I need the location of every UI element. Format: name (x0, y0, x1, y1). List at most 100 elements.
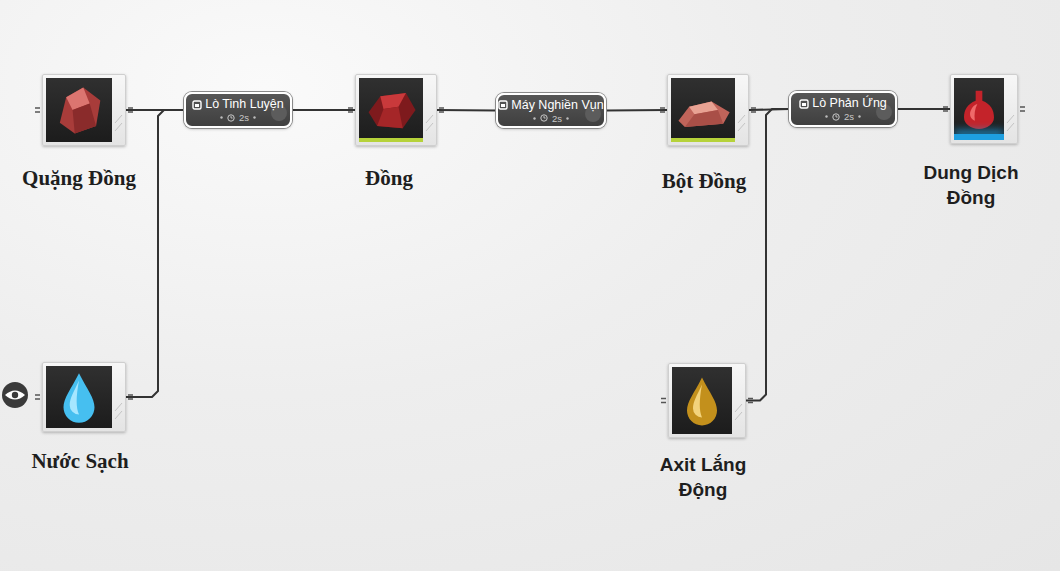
icon-shape (685, 110, 723, 127)
machine-box: Lò Phản Ứng2s (789, 91, 897, 127)
port-handle (660, 108, 665, 112)
icon-shape (64, 373, 95, 423)
item-name: Bột Đồng (604, 169, 804, 194)
icon-shape (800, 100, 808, 108)
separator-dot (533, 117, 536, 120)
item-icon (359, 78, 423, 142)
item-card: Bột Đồng (667, 74, 749, 146)
port-handle (748, 399, 753, 403)
item-icon (671, 78, 735, 142)
item-rarity-bar (671, 138, 735, 142)
icon-shape (533, 117, 535, 119)
item-card: Đồng (355, 74, 437, 146)
item-icon (46, 78, 112, 142)
item-card-strip (114, 367, 123, 427)
item-card-strip (1006, 79, 1015, 139)
icon-shape (115, 403, 122, 419)
flow-connector (746, 109, 789, 401)
item-icon-face (671, 78, 735, 142)
item-card: Nước Sạch (42, 362, 126, 432)
icon-shape (253, 116, 255, 118)
separator-dot (566, 117, 569, 120)
icon-shape (193, 101, 201, 109)
eye-icon-pupil (12, 392, 18, 398)
item-icon-face (46, 366, 112, 428)
machine-time-row: 2s (533, 113, 569, 124)
clock-icon (540, 114, 548, 122)
port-handle (1020, 107, 1025, 111)
icon-shape (964, 91, 994, 129)
machine-name: Lò Tinh Luyện (205, 97, 284, 112)
port-handles (35, 107, 1025, 403)
icon-shape (228, 114, 234, 120)
port-handle (128, 395, 133, 399)
item-name: Dung Dịch Đồng (915, 160, 1027, 210)
separator-dot (253, 116, 256, 119)
machine-time-row: 2s (220, 112, 256, 123)
port-handle (35, 108, 40, 112)
port-handle (35, 395, 40, 399)
icon-shape (836, 115, 838, 117)
icon-shape (195, 104, 199, 107)
process-time: 2s (844, 111, 854, 122)
separator-dot (825, 115, 828, 118)
machine-glyph (799, 99, 809, 109)
machine-time-row: 2s (825, 111, 861, 122)
flow-connector (126, 110, 184, 397)
item-card-strip (737, 79, 746, 139)
item-card: Quặng Đồng (42, 74, 126, 146)
item-name: Quặng Đồng (0, 166, 189, 191)
item-icon (672, 367, 732, 434)
item-rarity-bar (954, 134, 1004, 140)
port-handle (348, 108, 353, 112)
item-name: Axit Lắng Động (643, 452, 763, 502)
eye-icon-white (5, 391, 25, 400)
flow-connector (606, 109, 667, 112)
icon-shape (70, 380, 79, 414)
icon-shape (735, 404, 742, 420)
port-handle (439, 108, 444, 112)
icon-shape (678, 101, 729, 127)
process-time: 2s (239, 112, 249, 123)
machine-glyph (498, 100, 508, 110)
icon-shape (833, 113, 839, 119)
item-icon-face (46, 78, 112, 142)
item-card-strip (425, 79, 434, 139)
clock-icon (227, 114, 235, 122)
item-icon (46, 366, 112, 428)
icon-shape (115, 115, 122, 131)
port-handle (661, 399, 666, 403)
port-handle (751, 108, 756, 112)
icon-shape (687, 378, 717, 426)
item-name: Đồng (289, 166, 489, 191)
flow-connector (292, 109, 355, 111)
item-icon-face (672, 367, 732, 434)
icon-shape (426, 115, 433, 131)
icon-shape (693, 385, 702, 418)
machine-box: Lò Tinh Luyện2s (184, 92, 292, 128)
icon-shape (541, 115, 547, 121)
machine-glyph (192, 100, 202, 110)
icon-shape (802, 103, 806, 106)
icon-shape (566, 117, 568, 119)
icon-shape (501, 104, 505, 107)
item-card-strip (114, 79, 123, 139)
icon-shape (825, 115, 827, 117)
machine-box: Máy Nghiền Vụn2s (496, 93, 606, 128)
clock-icon (832, 113, 840, 121)
port-handle (943, 107, 948, 111)
flow-connector (437, 109, 496, 112)
icon-shape (858, 115, 860, 117)
item-card-strip (734, 368, 743, 428)
icon-shape (60, 88, 101, 134)
icon-shape (377, 107, 403, 128)
item-icon (954, 78, 1004, 140)
icon-shape (1007, 115, 1014, 131)
item-card: Axit Lắng Động (668, 363, 746, 438)
icon-shape (231, 116, 233, 118)
machine-name: Lò Phản Ứng (812, 96, 887, 111)
separator-dot (220, 116, 223, 119)
icon-shape (220, 116, 222, 118)
